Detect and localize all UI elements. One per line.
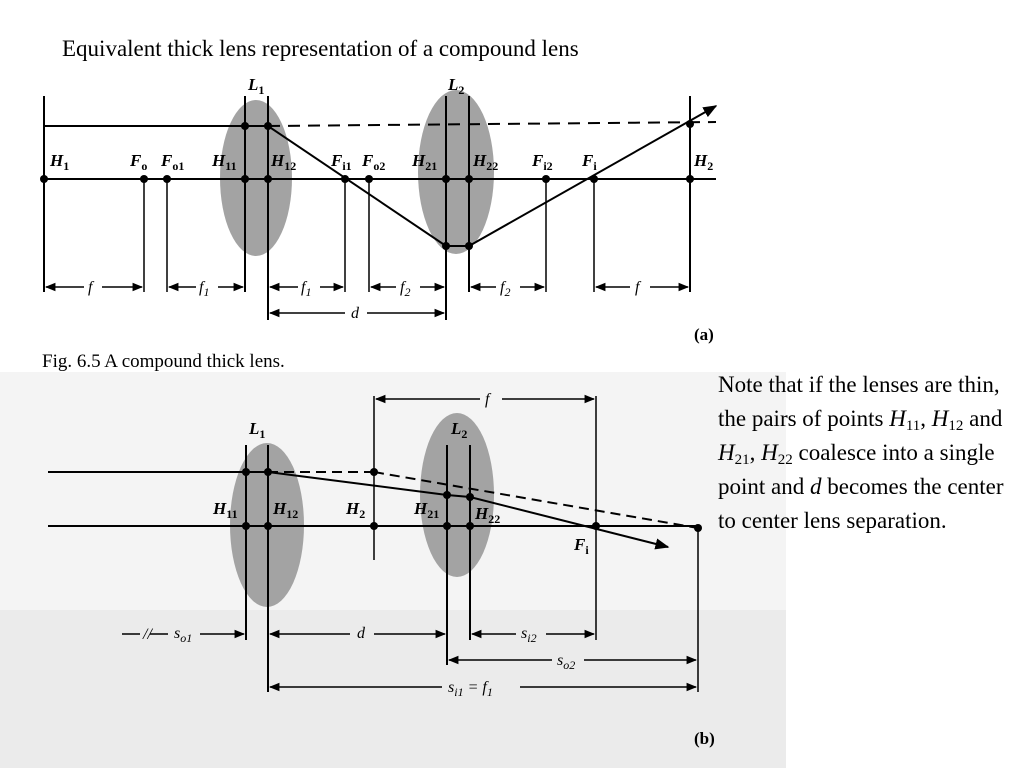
point-dot (370, 468, 378, 476)
dim-label-f-top-b: f (485, 391, 492, 408)
point-dot (465, 175, 473, 183)
scan-shading (0, 610, 786, 768)
label-fo2-a: Fo2 (361, 151, 385, 173)
lens-label-l1-b: L1 (248, 419, 265, 441)
note-text: becomes the center to center lens separa… (718, 474, 1004, 533)
point-dot (264, 522, 272, 530)
point-dot (466, 522, 474, 530)
explanatory-note: Note that if the lenses are thin, the pa… (718, 372, 1004, 533)
points-b (242, 468, 702, 532)
point-dot (264, 175, 272, 183)
dashed-extension-a (267, 121, 717, 127)
note-subscript: 11 (905, 418, 921, 434)
lens-a-l2 (418, 90, 494, 254)
figure-caption: Fig. 6.5 A compound thick lens. (42, 351, 285, 372)
label-h21-a: H21 (411, 151, 437, 173)
note-text: coalesce into a single point and (718, 440, 995, 499)
dim-label-so2-b: so2 (557, 652, 575, 672)
point-dot (443, 491, 451, 499)
point-dot (466, 493, 474, 501)
note-symbol: H (931, 406, 949, 431)
point-dot (592, 522, 600, 530)
point-dot (163, 175, 171, 183)
panel-label-a: (a) (694, 325, 714, 344)
label-fi2-a: Fi2 (531, 151, 553, 173)
slide-title: Equivalent thick lens representation of … (62, 36, 579, 61)
dim-label-si2-b: si2 (521, 625, 537, 645)
label-h11-a: H11 (211, 151, 237, 173)
dim-label-d-b: d (357, 625, 366, 642)
label-h2-a: H2 (693, 151, 713, 173)
note-symbol: H (761, 440, 778, 465)
panel-label-b: (b) (694, 729, 715, 748)
note-symbol: H (718, 440, 735, 465)
dim-label-f2-right-a: f2 (500, 279, 510, 299)
label-fo1-a: Fo1 (160, 151, 184, 173)
point-dot (365, 175, 373, 183)
label-fi-b: Fi (573, 535, 589, 557)
point-dot (241, 122, 249, 130)
label-h1-a: H1 (49, 151, 69, 173)
label-h2-b: H2 (345, 499, 365, 521)
label-h22-b: H22 (474, 504, 500, 526)
lens-label-l2-a: L2 (447, 75, 464, 97)
point-dot (264, 468, 272, 476)
point-dot (242, 468, 250, 476)
point-dot (686, 175, 694, 183)
lens-label-l1-a: L1 (247, 75, 264, 97)
point-dot (465, 242, 473, 250)
note-symbol-d: d (810, 474, 822, 499)
point-dot (686, 120, 694, 128)
dim-label-f-right-a: f (635, 279, 642, 296)
label-h11-b: H11 (212, 499, 238, 521)
point-dot (341, 175, 349, 183)
label-fi1-a: Fi1 (330, 151, 352, 173)
point-dot (40, 175, 48, 183)
lens-label-l2-b: L2 (450, 419, 467, 441)
dim-label-f-left-a: f (88, 279, 95, 296)
label-h12-b: H12 (272, 499, 298, 521)
dim-label-f1-right-a: f1 (301, 279, 311, 299)
diagram-b: L1 L2 H11 H12 H2 H21 H22 Fi // f so1 d s… (0, 372, 786, 768)
point-dot (242, 522, 250, 530)
label-h22-a: H22 (472, 151, 498, 173)
dim-label-d-a: d (351, 305, 360, 322)
note-text: Note that if the lenses are thin, the pa… (718, 372, 1000, 431)
note-text: and (963, 406, 1003, 431)
label-fo-a: Fo (129, 151, 147, 173)
dim-label-si1-b: si1 = f1 (448, 679, 493, 699)
note-subscript: 21 (734, 452, 750, 468)
point-dot (442, 175, 450, 183)
point-dot (443, 522, 451, 530)
point-dot (442, 242, 450, 250)
label-h12-a: H12 (270, 151, 296, 173)
dashed-converge-b (373, 471, 699, 529)
point-dot (140, 175, 148, 183)
note-subscript: 22 (777, 452, 793, 468)
point-dot (370, 522, 378, 530)
dim-label-f1-left-a: f1 (199, 279, 209, 299)
label-fi-a: Fi (581, 151, 597, 173)
diagram-a: L1 L2 H1 Fo Fo1 H11 H12 Fi1 Fo2 H21 H22 … (40, 75, 718, 344)
note-symbol: H (889, 406, 906, 431)
point-dot (542, 175, 550, 183)
dim-label-so1-b: so1 (174, 625, 192, 645)
point-dot (264, 122, 272, 130)
point-dot (590, 175, 598, 183)
dimension-arrows-a (44, 282, 690, 318)
note-subscript: 12 (948, 418, 964, 434)
dimension-arrows-b (122, 394, 698, 692)
dim-label-f2-left-a: f2 (400, 279, 410, 299)
break-mark-b: // (142, 626, 153, 643)
point-dot (694, 524, 702, 532)
point-dot (241, 175, 249, 183)
points-a (40, 120, 694, 250)
ray-path-b (267, 471, 670, 550)
label-h21-b: H21 (413, 499, 439, 521)
